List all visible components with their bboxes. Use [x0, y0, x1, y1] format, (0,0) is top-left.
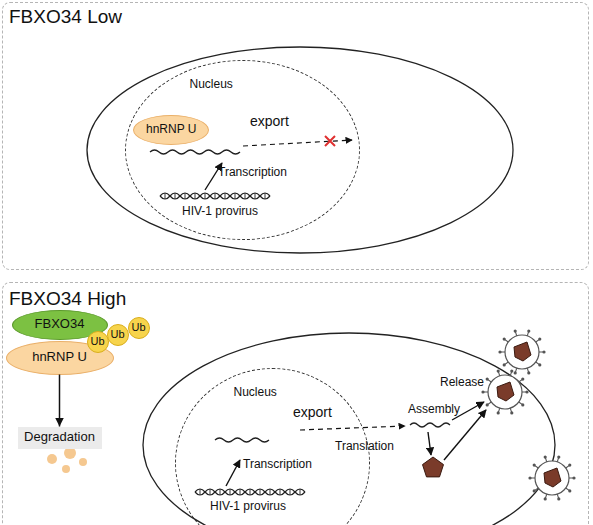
compartment-label: Nucleus: [190, 78, 233, 92]
dna-rungs: [165, 193, 265, 199]
dna-strand: [160, 193, 270, 199]
cell-membrane: [143, 333, 555, 525]
degraded-fragment: [64, 447, 76, 459]
viral-protein: [423, 457, 444, 477]
dna-strand: [160, 193, 270, 199]
ubiquitin-circle: Ub: [107, 324, 129, 346]
ubiquitin-label: Ub: [110, 328, 124, 341]
annotation-label: Transcription: [243, 458, 312, 472]
annotation-label: Release: [440, 376, 484, 390]
protein-label: hnRNP U: [146, 123, 196, 137]
panel-title: FBXO34 High: [9, 288, 126, 310]
dna-rungs: [200, 489, 300, 495]
protein-ellipse: hnRNP U: [133, 115, 209, 145]
process-box: Degradation: [18, 427, 102, 449]
export-arrow: [300, 426, 405, 430]
dna-strand: [195, 489, 305, 495]
ubiquitin-circle: Ub: [128, 317, 150, 339]
annotation-label: export: [250, 113, 289, 129]
block-cross: [325, 136, 335, 146]
degraded-fragment: [47, 454, 57, 464]
release-arrow: [444, 410, 486, 460]
virion: [481, 370, 528, 415]
panel: FBXO34 LowNucleus hnRNP U: [2, 2, 589, 270]
annotation-label: HIV-1 provirus: [210, 500, 286, 514]
arrow-connector: [59, 375, 61, 427]
process-label: Degradation: [24, 430, 95, 445]
panel: FBXO34 HighFBXO34hnRNP UUbUbUbDegradatio…: [2, 282, 589, 525]
viral-rna: [215, 438, 269, 442]
protein-label: hnRNP U: [32, 350, 87, 365]
translation-arrow: [428, 432, 431, 455]
dna-strand: [195, 489, 305, 495]
degraded-fragment: [79, 458, 87, 466]
cytoplasmic-rna: [410, 423, 450, 427]
degraded-fragment: [62, 465, 70, 473]
annotation-label: HIV-1 provirus: [182, 205, 258, 219]
annotation-label: export: [293, 404, 332, 420]
ubiquitin-label: Ub: [131, 321, 145, 334]
annotation-label: Transcription: [218, 166, 287, 180]
transcription-arrow: [226, 460, 240, 486]
virion: [498, 330, 545, 375]
ubiquitin-circle: Ub: [87, 331, 109, 353]
cell-membrane: [87, 47, 513, 253]
annotation-label: Translation: [335, 440, 394, 454]
protein-label: FBXO34: [35, 317, 85, 332]
panel-title: FBXO34 Low: [9, 6, 122, 28]
compartment-label: Nucleus: [234, 386, 277, 400]
viral-rna: [150, 150, 240, 154]
blocked-export-arrow: [243, 140, 352, 146]
annotation-label: Assembly: [408, 403, 460, 417]
virion: [528, 456, 575, 501]
ubiquitin-label: Ub: [90, 335, 104, 348]
